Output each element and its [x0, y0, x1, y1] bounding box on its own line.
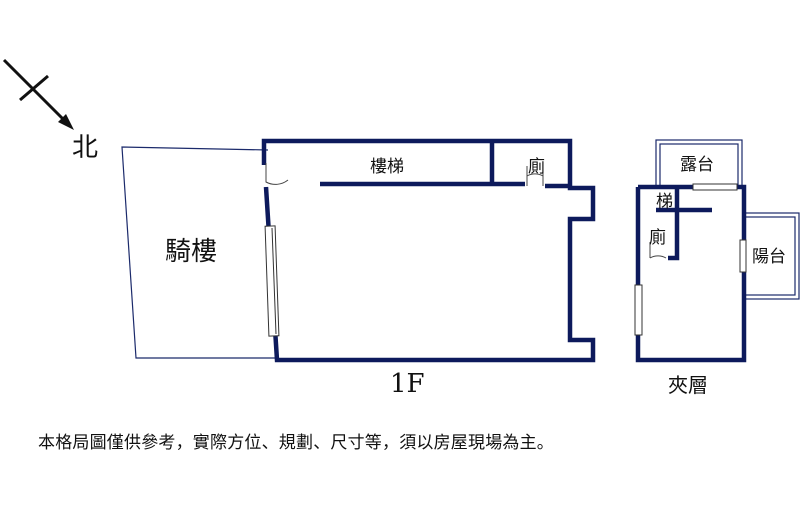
arcade-area: 騎樓: [121, 146, 276, 359]
arcade-label: 騎樓: [165, 237, 217, 267]
compass-arrow-line: [2, 58, 66, 122]
compass-north-label: 北: [72, 133, 98, 163]
floor1-entry-door-swing: [265, 163, 289, 185]
mezzanine-outer-wall: [635, 184, 747, 363]
terrace-door: [692, 183, 738, 191]
mezzanine-west-window: [634, 284, 643, 336]
mezzanine-toilet-wall: [668, 210, 680, 261]
floor1-toilet-label: 廁: [528, 156, 545, 177]
mezzanine-toilet-door-swing: [649, 242, 667, 259]
floor1-west-window: [264, 225, 280, 337]
floor1-toilet-door-swing: [526, 166, 544, 186]
compass-arrow-head: [58, 114, 74, 130]
disclaimer-note: 本格局圖僅供參考，實際方位、規劃、尺寸等，須以房屋現場為主。: [38, 433, 554, 453]
terrace-label: 露台: [680, 155, 714, 175]
balcony-door: [739, 239, 747, 273]
floor1-plan: 樓梯 廁 1F: [261, 138, 596, 399]
mezzanine-stairs-label: 梯: [656, 192, 673, 212]
mezzanine-caption: 夾層: [668, 373, 708, 397]
mezzanine-toilet-label: 廁: [649, 227, 666, 248]
balcony-label: 陽台: [752, 247, 786, 267]
floor1-west-window-line: [271, 227, 277, 335]
floor1-stairs-label: 樓梯: [370, 157, 404, 177]
floor1-caption: 1F: [390, 369, 425, 399]
mezzanine-plan: 露台 梯 廁 陽台 夾層: [634, 139, 800, 397]
floor1-outer-wall: [261, 138, 596, 363]
north-compass: 北: [2, 58, 98, 163]
arcade-outline: [121, 146, 276, 359]
